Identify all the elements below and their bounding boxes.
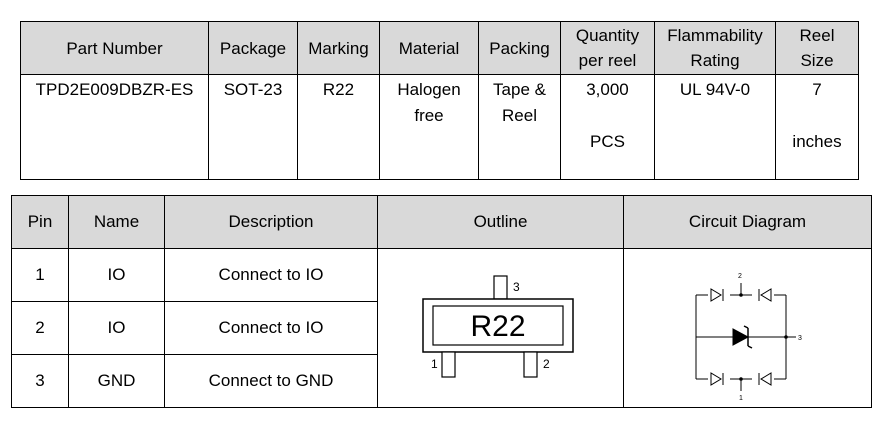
pin-description: Connect to GND: [164, 354, 378, 408]
header-marking: Marking: [297, 21, 380, 75]
header-name: Name: [68, 195, 165, 249]
circuit-diagram: 2 3 1: [695, 273, 802, 402]
pin-number: 3: [11, 354, 69, 408]
header-reel-size: Reel Size: [775, 21, 859, 75]
cell-packing: Tape & Reel: [478, 74, 561, 180]
pin2-label: 2: [543, 357, 550, 371]
sot23-outline-drawing: R22 3 1 2: [422, 275, 574, 378]
pin3-label: 3: [513, 280, 520, 294]
diode-bottom-right: [752, 372, 774, 386]
header-flammability: Flammability Rating: [654, 21, 776, 75]
spec-table: Part Number Package Marking Material Pac…: [20, 21, 859, 180]
pin-number: 1: [11, 248, 69, 302]
circuit-diagram-cell: 2 3 1: [623, 248, 872, 408]
pin2-lead: [523, 351, 538, 378]
material-line1: Halogen: [397, 80, 461, 99]
header-part-number: Part Number: [20, 21, 209, 75]
circuit-pin-top-label: 2: [738, 273, 742, 280]
header-circuit-diagram: Circuit Diagram: [623, 195, 872, 249]
header-quantity: Quantity per reel: [560, 21, 655, 75]
header-quantity-line2: per reel: [578, 51, 637, 70]
cell-marking: R22: [297, 74, 380, 180]
material-line2: free: [414, 106, 444, 125]
packing-line1: Tape &: [493, 80, 546, 99]
header-material: Material: [379, 21, 479, 75]
header-package: Package: [208, 21, 298, 75]
cell-quantity: 3,000 PCS: [560, 74, 655, 180]
circuit-pin-right-label: 3: [798, 335, 802, 342]
table-row: 3 GND Connect to GND: [11, 354, 872, 408]
quantity-unit: PCS: [590, 132, 625, 151]
header-description: Description: [164, 195, 378, 249]
header-reel-line2: Size: [800, 51, 834, 70]
pin-name: IO: [68, 248, 165, 302]
quantity-value: 3,000: [586, 80, 629, 99]
pin1-lead: [441, 351, 456, 378]
reel-size-value: 7: [812, 80, 822, 99]
packing-line2: Reel: [502, 106, 537, 125]
diode-top-left: [708, 288, 730, 302]
pin-name: IO: [68, 301, 165, 355]
header-reel-line1: Reel: [799, 26, 835, 45]
header-pin: Pin: [11, 195, 69, 249]
tvs-diode-center: [732, 325, 753, 349]
diode-bottom-left: [708, 372, 730, 386]
marking-value: R22: [322, 80, 355, 99]
cell-reel-size: 7 inches: [775, 74, 859, 180]
header-quantity-line1: Quantity: [575, 26, 640, 45]
pin-description: Connect to IO: [164, 301, 378, 355]
part-number-value: TPD2E009DBZR-ES: [35, 80, 194, 99]
pin1-label: 1: [431, 357, 438, 371]
pin-description: Connect to IO: [164, 248, 378, 302]
pin-name: GND: [68, 354, 165, 408]
marking-area: [432, 305, 564, 346]
cell-material: Halogen free: [379, 74, 479, 180]
header-flammability-line2: Rating: [690, 51, 740, 70]
pin-table: Pin Name Description Outline Circuit Dia…: [11, 195, 872, 408]
outline-drawing-cell: R22 3 1 2: [377, 248, 624, 408]
header-outline: Outline: [377, 195, 624, 249]
header-flammability-line1: Flammability: [667, 26, 763, 45]
cell-flammability: UL 94V-0: [654, 74, 776, 180]
spec-data-row: TPD2E009DBZR-ES SOT-23 R22 Halogen free …: [20, 74, 859, 180]
pin3-lead: [493, 275, 508, 300]
cell-part-number: TPD2E009DBZR-ES: [20, 74, 209, 180]
cell-package: SOT-23: [208, 74, 298, 180]
reel-size-unit: inches: [792, 132, 842, 151]
package-value: SOT-23: [223, 80, 283, 99]
header-packing: Packing: [478, 21, 561, 75]
table-row: 1 IO Connect to IO R22 3 1 2: [11, 248, 872, 408]
flammability-value: UL 94V-0: [679, 80, 751, 99]
pin-number: 2: [11, 301, 69, 355]
diode-top-right: [752, 288, 774, 302]
pin-header-row: Pin Name Description Outline Circuit Dia…: [11, 195, 872, 249]
spec-header-row: Part Number Package Marking Material Pac…: [20, 21, 859, 75]
package-marking-text: R22: [470, 310, 525, 343]
circuit-pin-bottom-label: 1: [739, 395, 743, 402]
